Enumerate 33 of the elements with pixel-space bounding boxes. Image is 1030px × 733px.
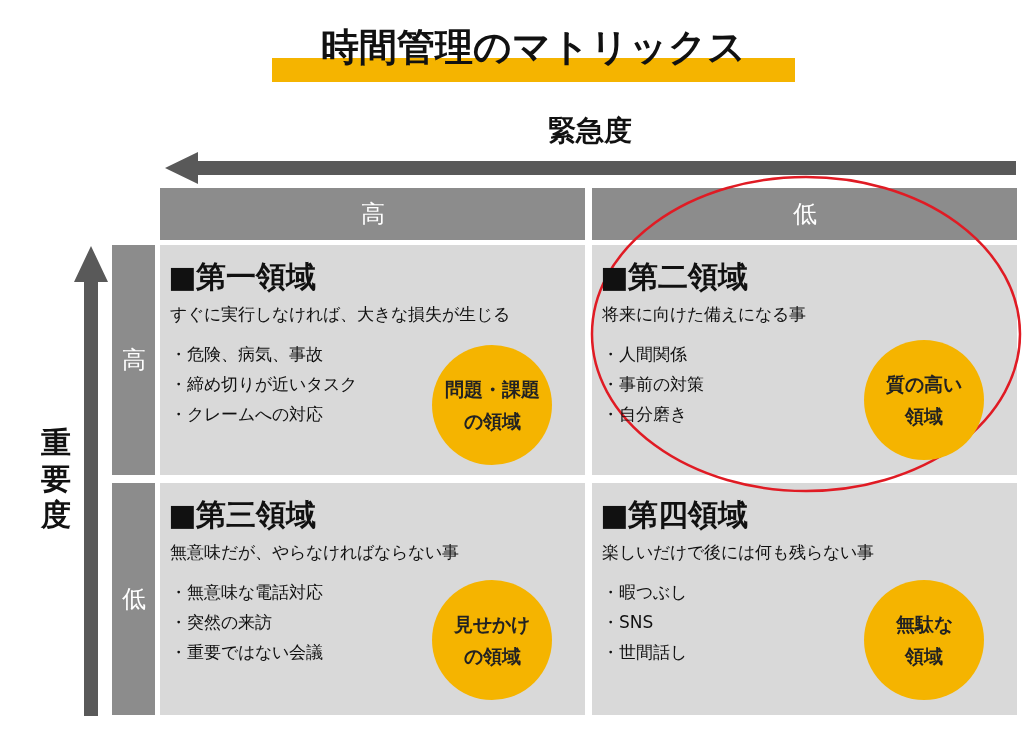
circle-label: 問題・課題の領域 (432, 345, 552, 465)
header-bar: 高 (160, 188, 585, 240)
header-bar: 高 (112, 245, 155, 475)
bullet-item: ・無意味な電話対応 (170, 581, 323, 604)
axis-label: 重要度 (40, 425, 72, 533)
quadrant-panel (160, 483, 585, 715)
quadrant-description: 無意味だが、やらなければならない事 (170, 541, 459, 564)
bullet-item: ・突然の来訪 (170, 611, 272, 634)
bullet-item: ・SNS (602, 611, 654, 634)
quadrant-panel (592, 245, 1017, 475)
quadrant-description: 将来に向けた備えになる事 (602, 303, 806, 326)
bullet-item: ・クレームへの対応 (170, 403, 323, 426)
quadrant-heading: ■第三領域 (168, 496, 317, 534)
bullet-item: ・人間関係 (602, 343, 687, 366)
circle-label: 見せかけの領域 (432, 580, 552, 700)
circle-label: 無駄な領域 (864, 580, 984, 700)
header-bar: 低 (112, 483, 155, 715)
quadrant-description: すぐに実行しなければ、大きな損失が生じる (170, 303, 510, 326)
quadrant-heading: ■第一領域 (168, 258, 317, 296)
bullet-item: ・世間話し (602, 641, 687, 664)
quadrant-description: 楽しいだけで後には何も残らない事 (602, 541, 874, 564)
bullet-item: ・自分磨き (602, 403, 687, 426)
quadrant-panel (592, 483, 1017, 715)
header-bar: 低 (592, 188, 1017, 240)
bullet-item: ・事前の対策 (602, 373, 704, 396)
circle-label: 質の高い領域 (864, 340, 984, 460)
bullet-item: ・危険、病気、事故 (170, 343, 323, 366)
bullet-item: ・暇つぶし (602, 581, 687, 604)
axis-label: 緊急度 (547, 113, 633, 149)
quadrant-panel (160, 245, 585, 475)
bullet-item: ・締め切りが近いタスク (170, 373, 357, 396)
bullet-item: ・重要ではない会議 (170, 641, 323, 664)
quadrant-heading: ■第四領域 (600, 496, 749, 534)
